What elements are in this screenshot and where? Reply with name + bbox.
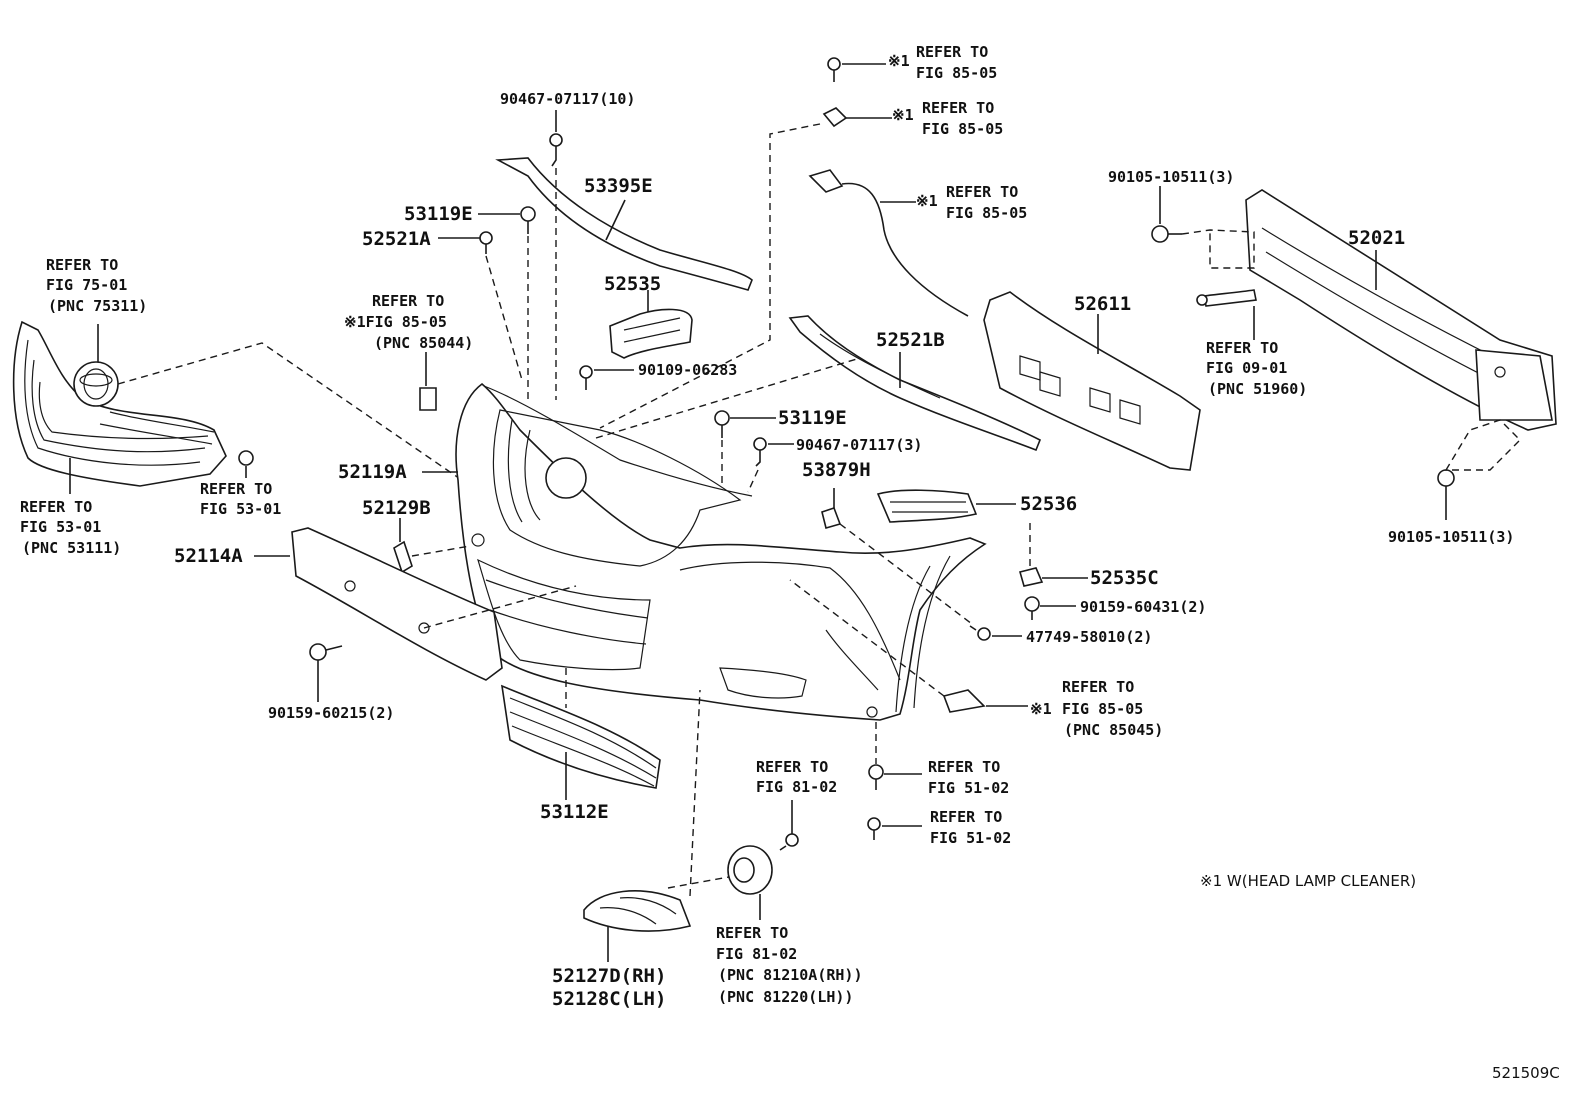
callout-85-05-left: REFER TO ※1FIG 85-05 (PNC 85044)	[344, 292, 473, 352]
part-90105-top: 90105-10511(3)	[1108, 168, 1234, 186]
clip-53119E-top	[520, 206, 536, 234]
fog-lamp-link	[667, 875, 735, 889]
callout-85-05-hose2: ※1 REFER TO FIG 85-05	[892, 99, 1003, 138]
bracket-52536	[876, 489, 978, 523]
fog-lamp-screw	[779, 833, 799, 851]
53879H-link	[839, 523, 973, 625]
part-53119E-top: 53119E	[404, 203, 473, 225]
clip-51-02-lower	[867, 817, 881, 840]
part-52114A: 52114A	[174, 545, 243, 567]
part-52521B: 52521B	[876, 329, 945, 351]
part-90109: 90109-06283	[638, 361, 737, 379]
lower-reinforcement-link	[423, 585, 577, 629]
part-53119E-mid: 53119E	[778, 407, 847, 429]
bumper-reinforcement	[1245, 189, 1557, 431]
part-47749: 47749-58010(2)	[1026, 628, 1152, 646]
clip-51-02-upper	[868, 764, 884, 790]
52129B-link	[411, 545, 471, 557]
fog-lamp	[727, 845, 773, 895]
part-52128C: 52128C(LH)	[552, 988, 666, 1010]
lamp-bracket	[1196, 289, 1257, 307]
callout-51-02-lower: REFER TO FIG 51-02	[930, 808, 1011, 847]
screw-47749	[969, 625, 991, 641]
lower-reinforcement	[291, 527, 503, 681]
screw-90109	[579, 365, 593, 390]
lower-grille	[501, 684, 661, 789]
clip-53879H	[821, 506, 842, 529]
callout-81-02-lamp: REFER TO FIG 81-02 (PNC 81210A(RH)) (PNC…	[716, 924, 872, 1006]
callout-75-01: REFER TO FIG 75-01 (PNC 75311)	[46, 256, 147, 315]
emblem-link	[117, 342, 521, 521]
part-90159-60215: 90159-60215(2)	[268, 704, 394, 722]
callout-51-02-upper: REFER TO FIG 51-02	[928, 758, 1009, 797]
energy-absorber	[983, 291, 1201, 471]
clip-52535C	[1019, 567, 1044, 587]
part-90159-60431: 90159-60431(2)	[1080, 598, 1206, 616]
grille-clip	[238, 450, 254, 478]
part-53395E: 53395E	[584, 175, 653, 197]
52521A-link	[485, 255, 523, 381]
bolt-90159-60215	[309, 643, 343, 661]
radiator-grille	[12, 320, 227, 487]
cap-52129B	[393, 540, 413, 574]
callout-53-01-clip: REFER TO FIG 53-01	[200, 480, 281, 518]
bumper-cover	[455, 382, 987, 721]
clip-90467-top	[549, 133, 563, 167]
part-52119A: 52119A	[338, 461, 407, 483]
callout-85-05-hose1: ※1 REFER TO FIG 85-05	[888, 43, 997, 82]
side-bracket-left	[419, 387, 437, 411]
callout-53-01-grille: REFER TO FIG 53-01 (PNC 53111)	[20, 498, 121, 557]
callout-85-05-right: REFER TO ※1 FIG 85-05 (PNC 85045)	[1030, 678, 1163, 739]
part-52521A: 52521A	[362, 228, 431, 250]
callout-81-02-screw: REFER TO FIG 81-02	[756, 758, 837, 796]
part-53879H: 53879H	[802, 459, 871, 481]
figure-code: 521509C	[1492, 1064, 1560, 1082]
90467-mid-link	[747, 469, 759, 493]
clip-52521A	[479, 231, 493, 254]
part-52611: 52611	[1074, 293, 1131, 315]
53395E-leader	[605, 199, 626, 241]
upper-seal-strip	[495, 157, 753, 291]
part-90467-top: 90467-07117(10)	[500, 90, 635, 108]
bracket-52535	[609, 308, 693, 359]
part-52021: 52021	[1348, 227, 1405, 249]
reinf-bolt-link	[1181, 229, 1255, 269]
reinf-bolt-bottom-link	[1444, 419, 1521, 471]
clip-90467-mid	[753, 437, 767, 467]
callout-09-01: REFER TO FIG 09-01 (PNC 51960)	[1206, 339, 1307, 398]
callout-85-05-hose3: ※1 REFER TO FIG 85-05	[916, 183, 1027, 222]
reinf-bolt-bottom	[1437, 469, 1455, 520]
fog-cover-link	[689, 689, 701, 897]
part-90467-mid: 90467-07117(3)	[796, 436, 922, 454]
part-52535C: 52535C	[1090, 567, 1159, 589]
side-bracket-right-link	[789, 579, 945, 697]
retainer-52521B	[788, 315, 1042, 452]
retainer-link	[595, 357, 861, 439]
part-52127D: 52127D(RH)	[552, 965, 666, 987]
part-90105-bottom: 90105-10511(3)	[1388, 528, 1514, 546]
bolt-90159-60431	[1024, 596, 1040, 620]
part-53112E: 53112E	[540, 801, 609, 823]
hose-link	[599, 123, 821, 429]
footnote: ※1 W(HEAD LAMP CLEANER)	[1200, 872, 1416, 890]
fog-lamp-cover	[583, 890, 692, 932]
part-52535: 52535	[604, 273, 661, 295]
part-52129B: 52129B	[362, 497, 431, 519]
reinf-bolt-top	[1151, 225, 1182, 243]
cleaner-hose	[808, 57, 969, 317]
side-bracket-right	[942, 689, 986, 713]
part-52536: 52536	[1020, 493, 1077, 515]
clip-53119E-mid	[714, 410, 730, 438]
